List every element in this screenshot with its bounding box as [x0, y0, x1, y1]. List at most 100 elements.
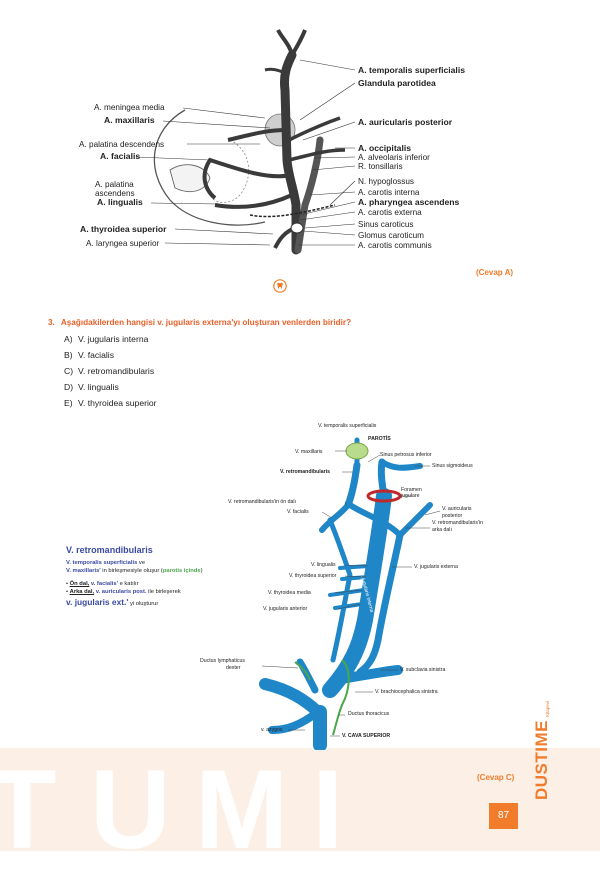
option-a[interactable]: A) V. jugularis interna: [64, 334, 148, 344]
note-term: v. jugularis ext.': [66, 597, 129, 607]
option-c[interactable]: C) V. retromandibularis: [64, 366, 154, 376]
watermark-letter: U: [90, 747, 171, 872]
option-e[interactable]: E) V. thyroidea superior: [64, 398, 157, 408]
note-text: e katılır: [117, 581, 139, 587]
footer-band: [0, 748, 600, 851]
label-pharyngea-ascendens: A. pharyngea ascendens: [358, 197, 460, 207]
label-sinus-sigmoideus: Sinus sigmoideus: [432, 463, 473, 469]
label-laryngea-superior: A. laryngea superior: [86, 239, 160, 248]
note-text: in birleşmesiyle oluşur (: [100, 568, 163, 574]
label-occipitalis: A. occipitalis: [358, 143, 412, 153]
label-on-dal: V. retromandibularis'in ön dalı: [228, 499, 296, 505]
face-outline: [153, 109, 266, 226]
label-foramen: Foramen: [401, 487, 422, 493]
option-letter: C): [64, 366, 74, 376]
option-text: V. jugularis interna: [78, 334, 149, 344]
note-text: ): [200, 568, 203, 574]
label-carotis-interna: A. carotis interna: [358, 188, 420, 197]
label-ductus-thoracicus: Ductus thoracicus: [348, 711, 390, 717]
brand-tagline: Kitapevi: [544, 700, 550, 717]
carotis-interna: [294, 136, 324, 254]
note-bullet-2: • Arka dal, v. auricularis post. ile bir…: [66, 589, 181, 595]
watermark-letter: I: [312, 747, 344, 872]
option-letter: B): [64, 350, 73, 360]
label-v-thyroidea-media: V. thyroidea media: [268, 590, 311, 596]
label-palatina-descendens: A. palatina descendens: [79, 140, 165, 149]
label-palatina: A. palatina: [95, 180, 134, 189]
option-letter: A): [64, 334, 73, 344]
note-term: V. maxillaris': [66, 568, 101, 574]
label-dexter: dexter: [226, 665, 241, 671]
question-number: 3.: [48, 318, 55, 327]
note-term: V. temporalis superficialis: [66, 560, 138, 566]
dustime-logo: DUSTIME Kitapevi: [527, 690, 557, 800]
label-auricularis: V. auricularis: [442, 506, 472, 512]
note-title: V. retromandibularis: [66, 545, 153, 555]
option-text: V. thyroidea superior: [78, 398, 157, 408]
label-meningea-media: A. meningea media: [94, 103, 165, 112]
label-alveolaris-inferior: A. alveolaris inferior: [358, 153, 430, 162]
answer-1: (Cevap A): [476, 268, 514, 277]
label-posterior: posterior: [442, 513, 463, 519]
label-arka-dal-1: V. retromandibularis'in: [432, 520, 483, 526]
note-term: v. facialis': [89, 581, 118, 587]
label-sinus-petrosus: Sinus petrosus inferior: [380, 452, 432, 458]
label-sinus-caroticus: Sinus caroticus: [358, 220, 414, 229]
note-line-5: v. jugularis ext.' yi oluşturur: [66, 597, 276, 609]
tongue-shape: [169, 164, 211, 193]
note-term: Ön dal,: [69, 581, 90, 587]
label-ductus-lymphaticus: Ductus lymphaticus: [200, 658, 245, 664]
label-hypoglossus: N. hypoglossus: [358, 177, 414, 186]
label-jugulare: jugulare: [401, 493, 420, 499]
note-line-2: V. maxillaris' in birleşmesiyle oluşur (…: [66, 567, 276, 575]
label-glandula-parotidea: Glandula parotidea: [358, 78, 436, 88]
label-arka-dal-2: arka dalı: [432, 527, 452, 533]
question-text: Aşağıdakilerden hangisi v. jugularis ext…: [60, 318, 352, 327]
option-text: V. facialis: [78, 350, 114, 360]
label-auricularis-posterior: A. auricularis posterior: [358, 117, 453, 127]
watermark-letter: M: [195, 747, 289, 872]
label-thyroidea-superior: A. thyroidea superior: [80, 224, 167, 234]
label-v-jugularis-anterior: V. jugularis anterior: [263, 606, 308, 612]
option-b[interactable]: B) V. facialis: [64, 350, 114, 360]
option-letter: D): [64, 382, 74, 392]
label-v-azygos: v. azygos: [261, 727, 283, 733]
label-v-subclavia: V. subclavia sinistra: [400, 667, 446, 673]
label-glomus-caroticum: Glomus caroticum: [358, 231, 424, 240]
option-text: V. lingualis: [78, 382, 119, 392]
page-number: 87: [489, 803, 518, 829]
label-vena-cava-superior: V. CAVA SUPERIOR: [342, 733, 391, 739]
note-text: ve: [137, 560, 146, 566]
watermark-letter: T: [0, 747, 57, 872]
brand-name: DUSTIME: [532, 720, 551, 800]
label-v-retromandibularis: V. retromandibularis: [280, 469, 330, 475]
label-carotis-communis: A. carotis communis: [358, 241, 432, 250]
label-lingualis: A. lingualis: [97, 197, 143, 207]
label-v-maxillaris: V. maxillaris: [295, 449, 323, 455]
note-bullet-1: • Ön dal, v. facialis' e katılır: [66, 581, 139, 587]
note-term: parotis içinde: [162, 568, 201, 574]
note-line-1: V. temporalis superficialis ve: [66, 559, 276, 567]
label-v-thyroidea-superior: V. thyroidea superior: [289, 573, 337, 579]
label-v-brachiocephalica: V. brachiocephalica sinistra: [375, 689, 438, 695]
note-text: ile birleşerek: [146, 589, 181, 595]
tooth-icon: [273, 279, 287, 293]
label-parotis: PAROTİS: [368, 436, 391, 442]
label-maxillaris: A. maxillaris: [104, 115, 155, 125]
arteries-diagram: [135, 29, 356, 255]
carotis-externa: [280, 50, 301, 255]
note-term: Arka dal,: [69, 589, 95, 595]
label-carotis-externa: A. carotis externa: [358, 208, 422, 217]
label-ascendens: ascendens: [95, 189, 135, 198]
option-text: V. retromandibularis: [78, 366, 155, 376]
option-d[interactable]: D) V. lingualis: [64, 382, 119, 392]
jaw-outline: [209, 139, 249, 203]
question-3: 3. Aşağıdakilerden hangisi v. jugularis e…: [48, 318, 351, 327]
note-term: v. auricularis post.: [94, 589, 147, 595]
answer-2: (Cevap C): [477, 773, 515, 782]
label-v-temporalis: V. temporalis superficialis: [318, 423, 377, 429]
label-v-facialis: V. facialis: [287, 509, 309, 515]
option-letter: E): [64, 398, 73, 408]
note-text: yi oluşturur: [128, 601, 159, 607]
note-block: V. retromandibularis V. temporalis super…: [66, 545, 276, 609]
